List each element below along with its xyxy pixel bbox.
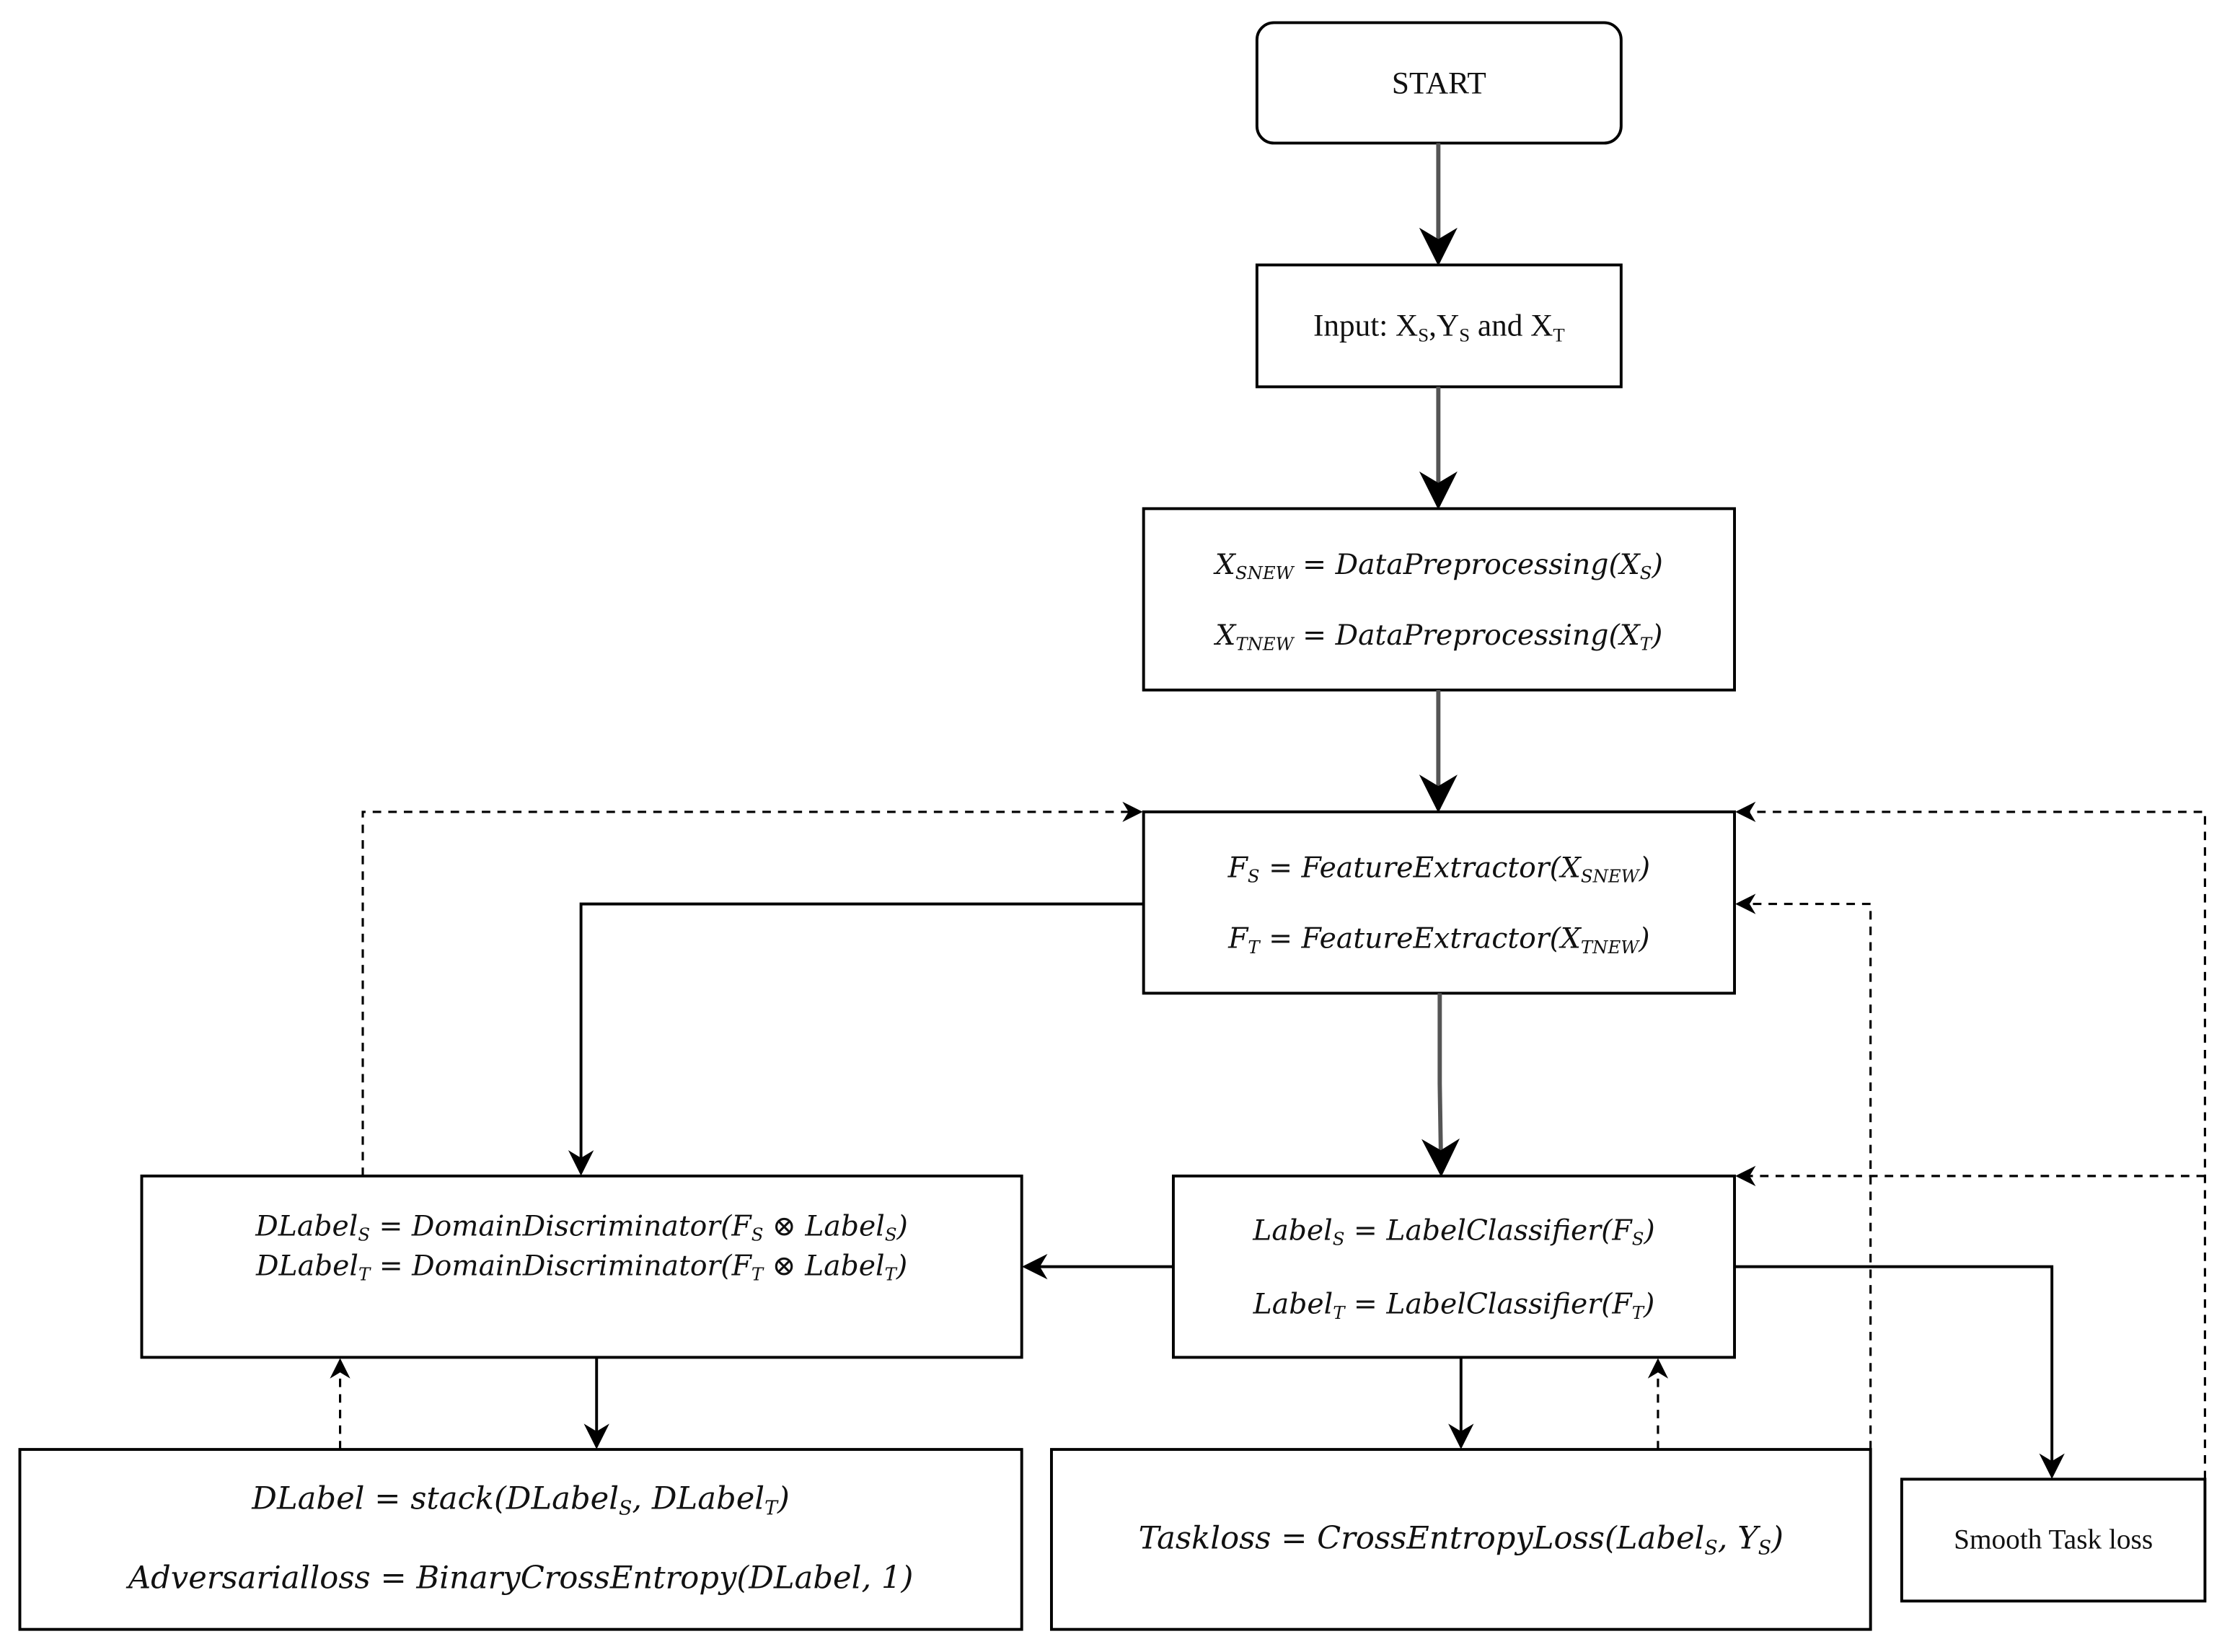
formula-line: FT = FeatureExtractor(XTNEW): [1228, 921, 1650, 955]
subscript: S: [1459, 324, 1471, 346]
formula-text: = DataPreprocessing(X: [1293, 547, 1640, 581]
formula-text: DLabel: [255, 1248, 358, 1283]
formula-text: = DataPreprocessing(X: [1293, 617, 1640, 652]
formula-text: and X: [1470, 307, 1553, 343]
feedback-taskloss-to-feature: [1735, 893, 1872, 1450]
formula-text: = FeatureExtractor(X: [1259, 921, 1581, 955]
subscript: S: [1758, 1537, 1772, 1560]
formula-text: ⊗ Label: [763, 1209, 885, 1243]
formula-text: X: [1214, 547, 1235, 581]
formula-text: = LabelClassifier(F: [1344, 1212, 1632, 1247]
subscript: S: [884, 1224, 897, 1245]
formula-text: ): [896, 1209, 908, 1243]
feedback-domain-to-feature: [361, 801, 1143, 1176]
formula-text: ): [896, 1248, 908, 1283]
subscript: T: [1631, 1302, 1644, 1323]
domain-node-border: [140, 1174, 1023, 1359]
subscript: T: [751, 1263, 764, 1285]
subscript: S: [1631, 1228, 1644, 1250]
start-node: START: [1257, 22, 1621, 143]
subscript: SNEW: [1235, 562, 1294, 583]
smooth-node-border: [1900, 1477, 2207, 1603]
formula-text: DLabel = stack(DLabel: [252, 1481, 620, 1517]
feedback-smooth-to-feature: [1735, 801, 2206, 1480]
subscript: T: [1553, 324, 1565, 346]
subscript: S: [1418, 324, 1429, 346]
formula-text: F: [1227, 849, 1248, 885]
formula-text: ,Y: [1429, 307, 1460, 343]
formula-text: Smooth Task loss: [1954, 1524, 2153, 1555]
formula-text: ): [1639, 849, 1651, 885]
subscript: S: [1704, 1537, 1718, 1560]
formula-line: START: [1392, 64, 1486, 101]
formula-text: Label: [1253, 1212, 1333, 1247]
adversarial-node-border: [18, 1448, 1023, 1631]
formula-text: ): [1771, 1521, 1784, 1557]
formula-text: = FeatureExtractor(X: [1259, 849, 1581, 885]
subscript: S: [358, 1224, 371, 1245]
formula-text: ⊗ Label: [763, 1248, 885, 1283]
input-node: Input: XS,YS and XT: [1257, 265, 1621, 387]
formula-text: DLabel: [255, 1209, 358, 1243]
formula-line: FS = FeatureExtractor(XSNEW): [1227, 849, 1651, 885]
subscript: T: [764, 1497, 777, 1520]
subscript: TNEW: [1235, 632, 1294, 655]
subscript: SNEW: [1580, 865, 1639, 887]
formula-text: ): [1644, 1212, 1655, 1247]
formula-line: Input: XS,YS and XT: [1313, 307, 1565, 346]
formula-line: LabelT = LabelClassifier(FT): [1253, 1286, 1655, 1321]
subscript: S: [751, 1224, 764, 1245]
data-preprocessing-node: XSNEW = DataPreprocessing(XS)XTNEW = Dat…: [1144, 508, 1734, 690]
formula-text: ): [1652, 617, 1663, 652]
formula-line: Adversarialloss = BinaryCrossEntropy(DLa…: [128, 1563, 913, 1594]
formula-text: = DomainDiscriminator(F: [370, 1248, 751, 1283]
subscript: T: [884, 1263, 896, 1285]
formula-text: = DomainDiscriminator(F: [370, 1209, 751, 1243]
formula-text: Input: X: [1313, 307, 1419, 343]
formula-text: F: [1228, 921, 1248, 955]
formula-line: DLabelS = DomainDiscriminator(FS ⊗ Label…: [255, 1209, 908, 1243]
formula-text: ): [1643, 1286, 1655, 1321]
feature-extractor-node: FS = FeatureExtractor(XSNEW)FT = Feature…: [1144, 812, 1734, 994]
formula-line: LabelS = LabelClassifier(FS): [1253, 1212, 1655, 1247]
formula-line: Taskloss = CrossEntropyLoss(LabelS, YS): [1138, 1521, 1784, 1558]
formula-line: Smooth Task loss: [1954, 1524, 2153, 1556]
formula-text: = LabelClassifier(F: [1344, 1286, 1632, 1321]
formula-line: XSNEW = DataPreprocessing(XS): [1214, 547, 1663, 581]
formula-line: DLabelT = DomainDiscriminator(FT ⊗ Label…: [255, 1248, 908, 1283]
subscript: TNEW: [1580, 936, 1639, 958]
formula-text: , Y: [1717, 1521, 1758, 1557]
formula-text: ): [1652, 547, 1663, 581]
subscript: T: [358, 1263, 371, 1285]
formula-text: Adversarialloss = BinaryCrossEntropy(DLa…: [128, 1560, 914, 1596]
formula-text: , DLabel: [632, 1481, 765, 1517]
subscript: S: [619, 1497, 632, 1520]
label-classifier-node: LabelS = LabelClassifier(FS)LabelT = Lab…: [1173, 1176, 1734, 1358]
adversarial-loss-node: DLabel = stack(DLabelS, DLabelT) Adversar…: [20, 1449, 1022, 1630]
formula-text: ): [1639, 921, 1650, 955]
task-loss-node: Taskloss = CrossEntropyLoss(LabelS, YS): [1052, 1449, 1871, 1630]
formula-text: START: [1391, 64, 1486, 100]
subscript: T: [1248, 936, 1260, 958]
subscript: S: [1247, 865, 1260, 887]
taskloss-node-border: [1049, 1448, 1872, 1631]
formula-text: ): [777, 1481, 790, 1517]
domain-discriminator-node: DLabelS = DomainDiscriminator(FS ⊗ Label…: [141, 1176, 1021, 1358]
formula-line: DLabel = stack(DLabelS, DLabelT): [252, 1481, 790, 1518]
formula-line: XTNEW = DataPreprocessing(XT): [1215, 617, 1663, 653]
subscript: T: [1639, 632, 1652, 655]
formula-text: Label: [1253, 1286, 1333, 1321]
arrow-feature-to-domain: [568, 902, 1144, 1176]
formula-text: X: [1215, 617, 1236, 652]
subscript: S: [1639, 562, 1652, 583]
subscript: T: [1333, 1302, 1345, 1323]
smooth-task-loss-node: Smooth Task loss: [1902, 1479, 2205, 1601]
subscript: S: [1332, 1228, 1345, 1250]
arrow-label-to-smooth: [1734, 1265, 2065, 1479]
arrow-feature-to-label: [1421, 993, 1460, 1178]
formula-text: Taskloss = CrossEntropyLoss(Label: [1138, 1521, 1705, 1557]
